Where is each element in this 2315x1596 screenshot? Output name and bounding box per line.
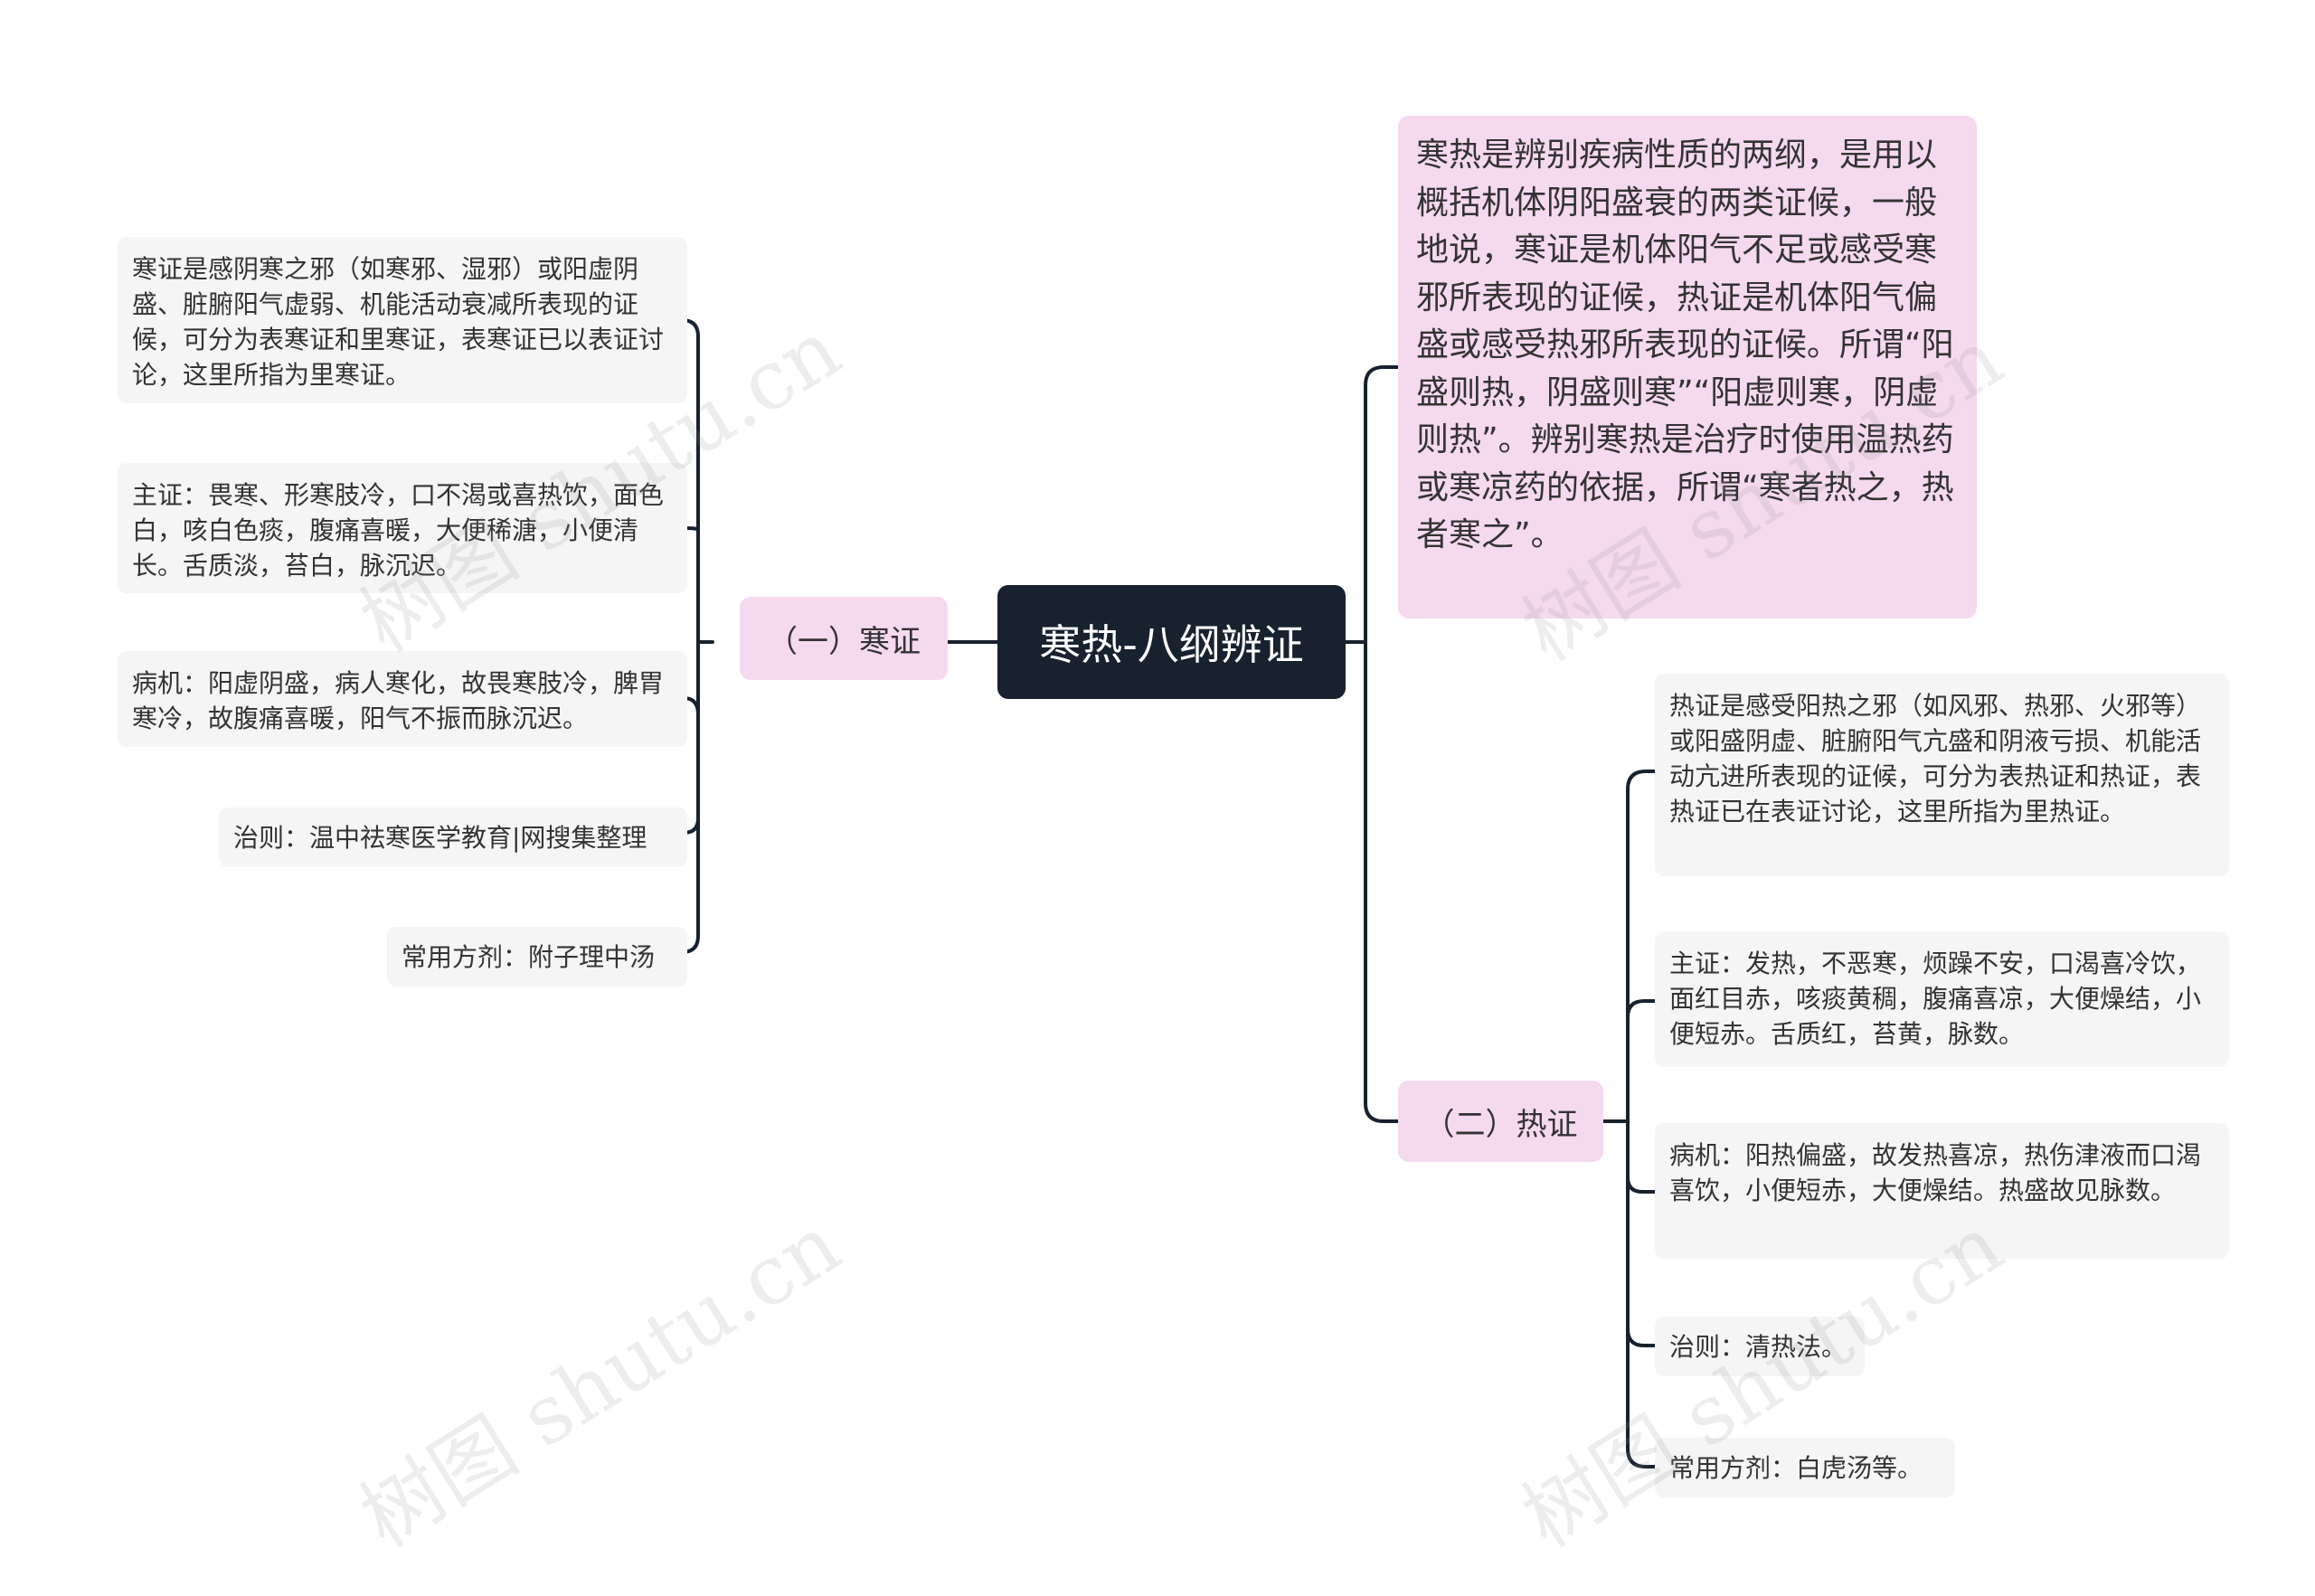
cold-item-formula-text: 常用方剂：附子理中汤	[402, 941, 656, 972]
hot-item-formula-text: 常用方剂：白虎汤等。	[1669, 1452, 1923, 1483]
branch-hot[interactable]: （二）热证	[1398, 1081, 1603, 1162]
hot-item-pathogenesis[interactable]: 病机：阳热偏盛，故发热喜凉，热伤津液而口渴喜饮，小便短赤，大便燥结。热盛故见脉数…	[1655, 1123, 2229, 1259]
link-hot-item-5	[1626, 1119, 1657, 1469]
cold-item-formula[interactable]: 常用方剂：附子理中汤	[387, 927, 687, 987]
cold-item-treatment-text: 治则：温中祛寒医学教育|网搜集整理	[233, 822, 647, 853]
cold-item-symptoms[interactable]: 主证：畏寒、形寒肢冷，口不渴或喜热饮，面色白，咳白色痰，腹痛喜暖，大便稀溏，小便…	[118, 463, 687, 593]
branch-cold[interactable]: （一）寒证	[740, 597, 948, 680]
hot-item-formula[interactable]: 常用方剂：白虎汤等。	[1655, 1438, 1955, 1497]
branch-hot-label: （二）热证	[1423, 1106, 1578, 1143]
hot-item-definition-text: 热证是感受阳热之邪（如风邪、热邪、火邪等）或阳盛阴虚、脏腑阳气亢盛和阴液亏损、机…	[1669, 691, 2202, 826]
hot-item-symptoms-text: 主证：发热，不恶寒，烦躁不安，口渴喜冷饮，面红目赤，咳痰黄稠，腹痛喜凉，大便燥结…	[1669, 949, 2202, 1049]
cold-item-definition-text: 寒证是感阴寒之邪（如寒邪、湿邪）或阳虚阴盛、脏腑阳气虚弱、机能活动衰减所表现的证…	[132, 254, 665, 390]
summary-text: 寒热是辨别疾病性质的两纲，是用以概括机体阴阳盛衰的两类证候，一般地说，寒证是机体…	[1416, 137, 1954, 553]
root-label: 寒热-八纲辨证	[1039, 620, 1304, 669]
branch-cold-label: （一）寒证	[767, 623, 921, 660]
summary-node[interactable]: 寒热是辨别疾病性质的两纲，是用以概括机体阴阳盛衰的两类证候，一般地说，寒证是机体…	[1398, 116, 1977, 619]
hot-item-definition[interactable]: 热证是感受阳热之邪（如风邪、热邪、火邪等）或阳盛阴虚、脏腑阳气亢盛和阴液亏损、机…	[1655, 674, 2229, 876]
link-hot-item-3	[1626, 1119, 1657, 1194]
cold-item-pathogenesis-text: 病机：阳虚阴盛，病人寒化，故畏寒肢冷，脾胃寒冷，故腹痛喜暖，阳气不振而脉沉迟。	[132, 668, 665, 733]
root-node[interactable]: 寒热-八纲辨证	[997, 585, 1346, 699]
link-root-summary	[1364, 365, 1400, 644]
hot-item-treatment[interactable]: 治则：清热法。	[1655, 1317, 1865, 1376]
link-hot-item-4	[1626, 1119, 1657, 1347]
link-root-hot	[1364, 640, 1400, 1123]
hot-item-pathogenesis-text: 病机：阳热偏盛，故发热喜凉，热伤津液而口渴喜饮，小便短赤，大便燥结。热盛故见脉数…	[1669, 1140, 2202, 1205]
hot-item-treatment-text: 治则：清热法。	[1669, 1331, 1847, 1362]
cold-item-pathogenesis[interactable]: 病机：阳虚阴盛，病人寒化，故畏寒肢冷，脾胃寒冷，故腹痛喜暖，阳气不振而脉沉迟。	[118, 651, 687, 747]
hot-item-symptoms[interactable]: 主证：发热，不恶寒，烦躁不安，口渴喜冷饮，面红目赤，咳痰黄稠，腹痛喜凉，大便燥结…	[1655, 931, 2229, 1067]
cold-item-symptoms-text: 主证：畏寒、形寒肢冷，口不渴或喜热饮，面色白，咳白色痰，腹痛喜暖，大便稀溏，小便…	[132, 480, 665, 581]
cold-item-treatment[interactable]: 治则：温中祛寒医学教育|网搜集整理	[219, 807, 687, 867]
link-hot-item-2	[1626, 999, 1657, 1123]
cold-item-definition[interactable]: 寒证是感阴寒之邪（如寒邪、湿邪）或阳虚阴盛、脏腑阳气虚弱、机能活动衰减所表现的证…	[118, 237, 687, 403]
link-hot-item-1	[1626, 770, 1657, 1123]
